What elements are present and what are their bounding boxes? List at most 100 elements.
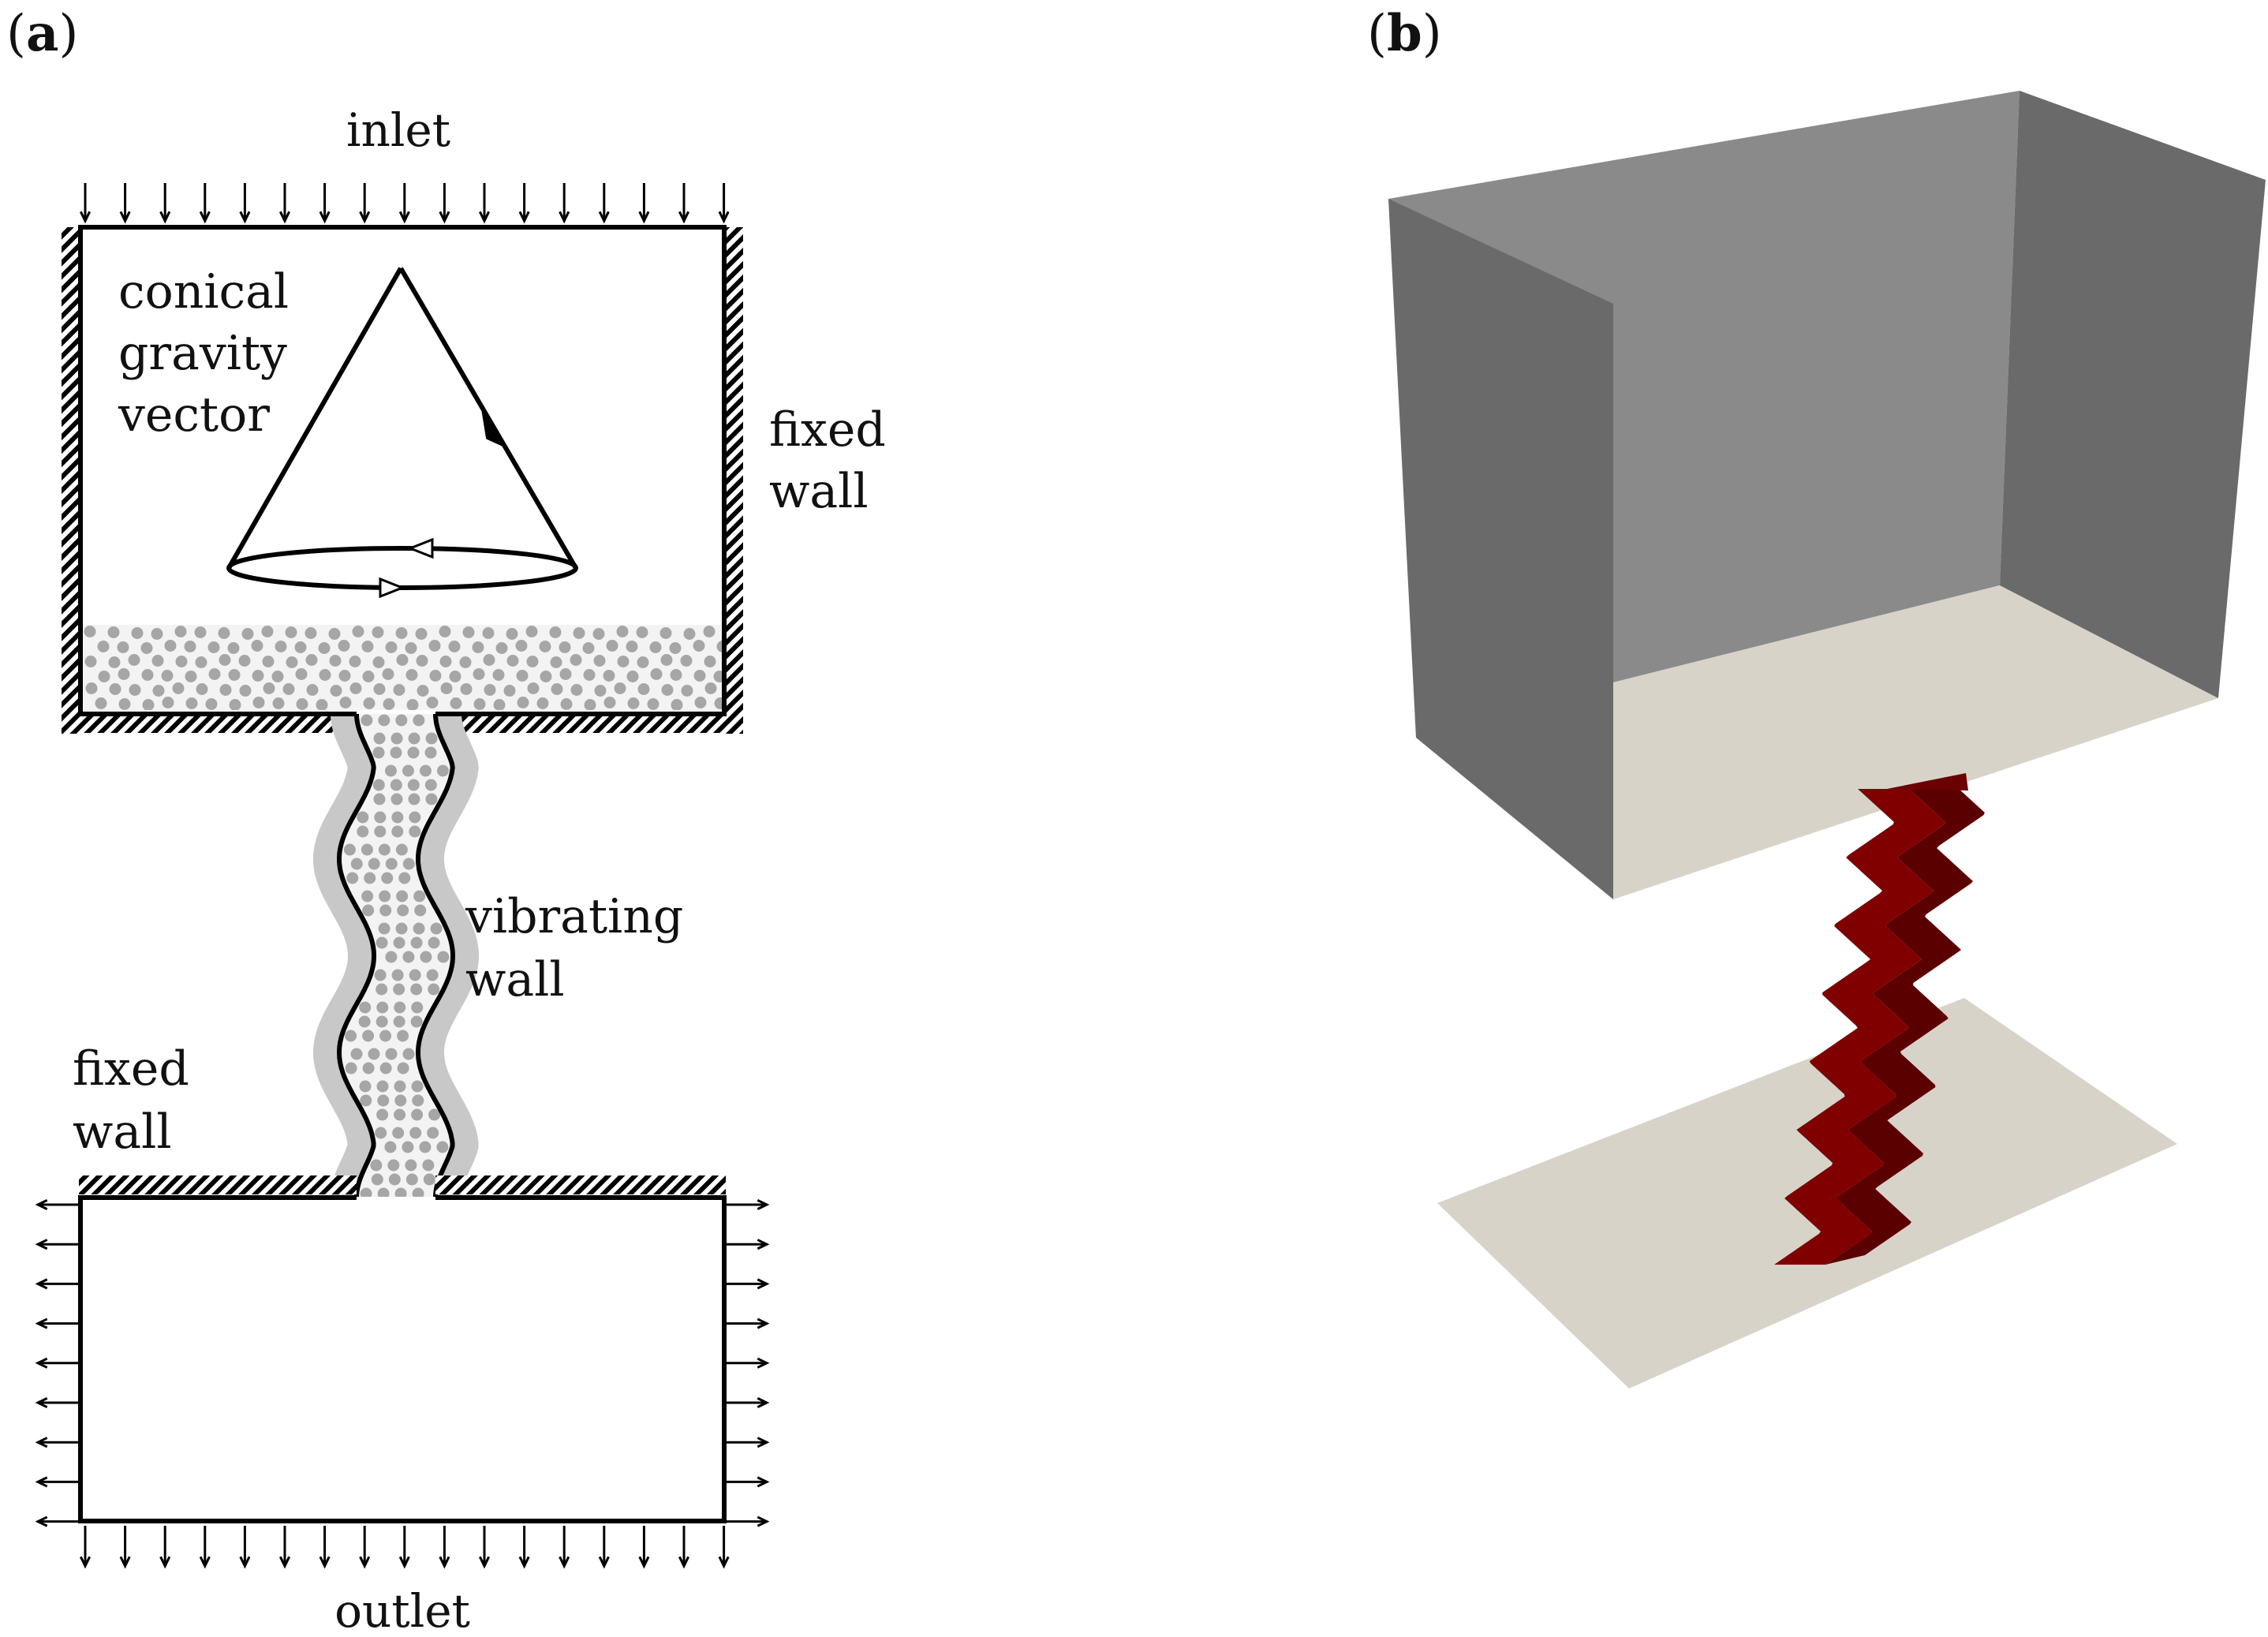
channel-particle — [379, 1062, 392, 1075]
granular-particle — [393, 684, 405, 696]
inlet-arrow — [278, 183, 291, 224]
granular-particle — [603, 697, 616, 708]
channel-particle — [436, 1141, 449, 1153]
granular-particle — [185, 697, 198, 709]
cone-left-edge — [226, 267, 403, 570]
outlet-arrow — [718, 1526, 730, 1569]
channel-particle — [376, 1015, 388, 1028]
granular-particle — [626, 641, 638, 652]
upper-box-right-wall — [2000, 91, 2266, 698]
granular-particle — [228, 669, 241, 681]
lateral-arrow-left — [35, 1317, 79, 1329]
channel-particle — [422, 1159, 435, 1172]
outlet-arrow — [239, 1526, 251, 1569]
granular-particle — [372, 626, 384, 638]
channel-particle — [346, 872, 359, 884]
channel-particle — [437, 951, 450, 963]
channel-particle — [362, 904, 375, 917]
inlet-arrow — [319, 183, 331, 224]
lateral-arrow-left — [35, 1357, 79, 1369]
upper-bottom-right-hatch — [435, 714, 743, 733]
granular-particle — [462, 626, 475, 638]
inlet-arrow-head — [119, 211, 131, 224]
channel-particle — [411, 1108, 424, 1121]
lateral-arrow-left-head — [35, 1476, 48, 1488]
granular-particle — [172, 682, 185, 694]
channel-particle — [409, 811, 421, 824]
fixed-wall-right-label-line2: wall — [769, 464, 869, 519]
granular-particle — [614, 682, 626, 694]
outlet-arrow — [598, 1526, 610, 1569]
upper-container-outline — [78, 225, 727, 716]
granular-particle — [503, 685, 516, 697]
channel-particle — [427, 1127, 439, 1139]
granular-bed-particles — [84, 626, 723, 710]
upper-bottom-left-hatch — [79, 714, 357, 733]
granular-particle — [164, 640, 177, 652]
channel-particle — [374, 811, 387, 824]
granular-particle — [218, 627, 230, 639]
granular-particle — [385, 641, 398, 653]
channel-particle — [387, 1159, 400, 1172]
channel-particle — [397, 1030, 409, 1042]
channel-particle — [376, 1108, 389, 1121]
outlet-arrow-head — [678, 1556, 690, 1569]
lateral-arrow-right — [726, 1198, 770, 1211]
granular-particle — [98, 671, 110, 682]
granular-particle — [195, 656, 207, 668]
panel-b-label: (b) — [1367, 4, 1442, 63]
granular-particle — [207, 641, 220, 653]
channel-particle — [384, 764, 397, 777]
granular-particle — [670, 669, 682, 681]
granular-particle — [382, 668, 394, 680]
channel-particle — [359, 1080, 372, 1093]
cone-base-ellipse — [226, 546, 578, 590]
outlet-arrow-head — [159, 1556, 171, 1569]
granular-particle — [306, 684, 319, 696]
channel-particle — [376, 936, 388, 949]
granular-particle — [174, 626, 187, 637]
outlet-arrow-head — [119, 1556, 131, 1569]
channel-particle — [393, 983, 405, 996]
granular-particle — [627, 697, 640, 709]
lower-container-outline — [78, 1195, 727, 1523]
channel-particle — [385, 1048, 398, 1060]
inlet-arrow — [119, 183, 131, 224]
channel-particle — [345, 1030, 357, 1042]
inlet-arrow-head — [359, 211, 371, 224]
vibrating-wall-label-line1: vibrating — [465, 889, 683, 944]
granular-particle — [704, 656, 716, 667]
vector-label: vector — [118, 387, 270, 443]
outlet-arrow — [119, 1526, 131, 1569]
channel-particle — [376, 983, 388, 996]
inlet-label: inlet — [346, 103, 450, 157]
granular-particle — [428, 640, 441, 652]
cone-edge-arrowhead — [481, 407, 506, 447]
granular-particle — [416, 655, 428, 667]
outlet-arrow — [79, 1526, 92, 1569]
channel-particle — [402, 951, 415, 963]
ellipse-front-arrowhead — [379, 577, 406, 599]
upper-right-wall-hatch — [726, 227, 743, 734]
granular-particle — [85, 682, 98, 694]
granular-particle — [680, 655, 693, 667]
granular-particle — [142, 699, 155, 710]
channel-particles — [343, 714, 450, 1197]
channel-particle — [411, 1001, 424, 1014]
channel-particle — [425, 732, 438, 745]
channel-particle — [378, 714, 390, 727]
channel-particle — [410, 1015, 423, 1028]
channel-particle — [397, 1062, 409, 1075]
lateral-arrow-right — [726, 1476, 770, 1488]
channel-particle — [360, 1094, 372, 1107]
granular-particle — [329, 655, 342, 667]
granular-particle — [693, 640, 705, 652]
channel-particle — [428, 1108, 441, 1121]
lateral-arrow-left — [35, 1278, 79, 1290]
channel-particle — [391, 969, 404, 981]
granular-particle — [282, 683, 295, 695]
granular-particle — [405, 642, 417, 654]
granular-particle — [525, 626, 538, 637]
granular-particle — [681, 685, 693, 697]
channel-particle — [345, 1062, 357, 1075]
